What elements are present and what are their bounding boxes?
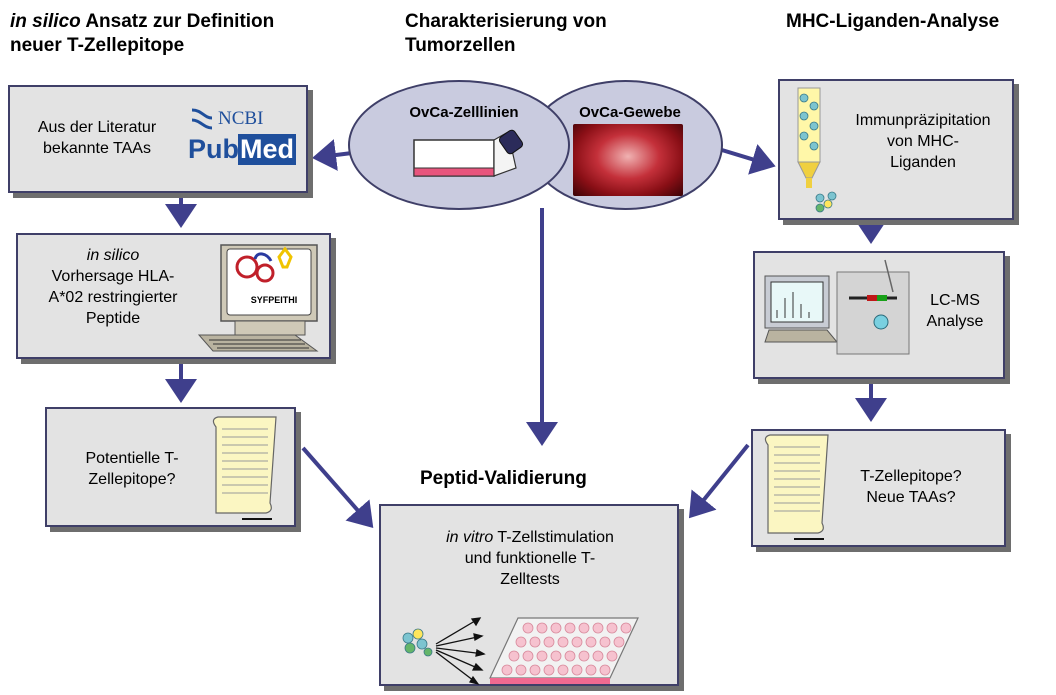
immunoprecip-line1: Immunpräzipitation xyxy=(855,112,991,129)
ncbi-label: NCBI xyxy=(218,108,264,129)
computer-syfpeithi-icon xyxy=(197,244,319,352)
literature-line2: bekannte TAAs xyxy=(43,140,151,157)
lcms-line2: Analyse xyxy=(926,313,984,330)
insilico-line3: A*02 restringierter xyxy=(48,289,178,306)
ncbi-helix-icon xyxy=(191,108,213,130)
potential-line2: Zellepitope? xyxy=(88,471,176,488)
literature-text: Aus der Literatur bekannte TAAs xyxy=(12,117,182,159)
header-in-silico: in silico Ansatz zur Definition neuer T-… xyxy=(10,10,274,58)
arrow-potential-to-validation xyxy=(301,446,374,529)
pubmed-logo: NCBI Pub Med xyxy=(188,104,296,174)
potential-line1: Potentielle T- xyxy=(85,450,179,467)
pubmed-pub: Pub xyxy=(188,134,239,164)
immunoprecip-line2: von MHC- xyxy=(886,133,959,150)
insilico-italic: in silico xyxy=(86,247,140,264)
insilico-line2: Vorhersage HLA- xyxy=(51,268,175,285)
syfpeithi-label: SYFPEITHI xyxy=(250,295,298,305)
ellipse-label-cell-lines: OvCa-Zelllinien xyxy=(409,104,519,121)
epitopes-line1: T-Zellepitope? xyxy=(860,468,962,485)
header-in-silico-italic: in silico xyxy=(10,11,81,32)
arrow-epitopes-to-validation xyxy=(688,443,750,519)
ellipse-label-tissue: OvCa-Gewebe xyxy=(579,104,681,121)
insilico-line4: Peptide xyxy=(85,310,141,327)
lcms-text: LC-MS Analyse xyxy=(915,290,995,332)
validation-line2: und funktionelle T- xyxy=(464,550,596,567)
pubmed-med: Med xyxy=(238,134,296,165)
lcms-line1: LC-MS xyxy=(930,292,980,309)
column-icon xyxy=(797,87,837,213)
literature-line1: Aus der Literatur xyxy=(37,119,157,136)
validation-italic: in vitro xyxy=(446,529,494,546)
immunoprecip-text: Immunpräzipitation von MHC- Liganden xyxy=(832,110,1014,173)
document-icon xyxy=(212,416,277,520)
header-tumor-characterization: Charakterisierung von Tumorzellen xyxy=(405,10,607,58)
peptide-validation-title: Peptid-Validierung xyxy=(420,468,587,489)
header-in-silico-rest: Ansatz zur Definition xyxy=(80,11,275,32)
validation-line1-rest: T-Zellstimulation xyxy=(493,529,614,546)
header-in-silico-line2: neuer T-Zellepitope xyxy=(10,35,185,56)
culture-flask-icon xyxy=(413,129,524,177)
well-plate-icon xyxy=(489,617,639,684)
potential-text: Potentielle T- Zellepitope? xyxy=(62,448,202,490)
lcms-instrument-icon xyxy=(764,259,910,355)
header-mhc-ligand-analysis: MHC-Liganden-Analyse xyxy=(786,11,1000,32)
document-icon-right xyxy=(764,434,829,540)
header-center-line1: Charakterisierung von xyxy=(405,11,607,32)
validation-line3: Zelltests xyxy=(500,571,560,588)
epitopes-text: T-Zellepitope? Neue TAAs? xyxy=(836,466,986,508)
immunoprecip-line3: Liganden xyxy=(890,154,956,171)
insilico-text: in silico Vorhersage HLA- A*02 restringi… xyxy=(18,245,208,329)
cell-stimulation-icon xyxy=(402,617,486,686)
tissue-photo xyxy=(573,124,683,196)
validation-text: in vitro T-Zellstimulation und funktione… xyxy=(395,527,665,590)
header-center-line2: Tumorzellen xyxy=(405,35,516,56)
epitopes-line2: Neue TAAs? xyxy=(866,489,956,506)
